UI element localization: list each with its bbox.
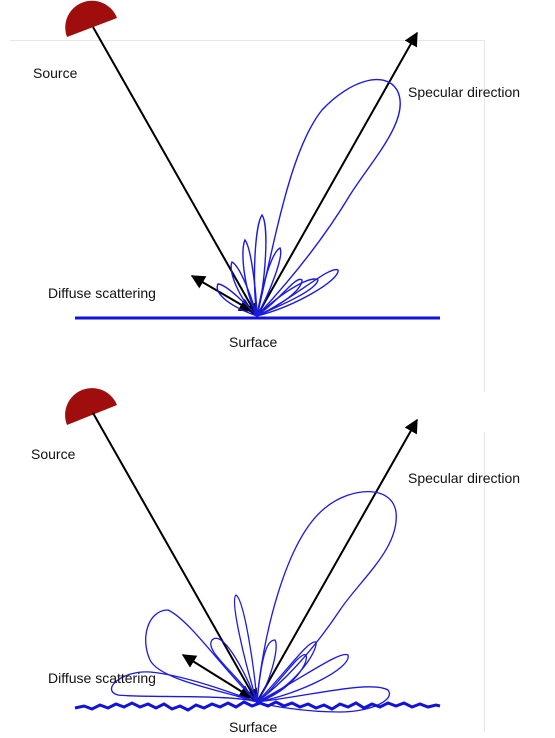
scattering-lobes: [216, 78, 401, 319]
specular-ray: [256, 31, 418, 317]
panel-smooth: [65, 0, 440, 320]
diffuse-arrow: [190, 275, 254, 312]
specular-direction-label: Specular direction: [408, 84, 521, 100]
surface-label: Surface: [229, 719, 278, 735]
scattering-lobes: [110, 491, 397, 713]
surface-label: Surface: [229, 334, 278, 350]
incident-ray: [92, 412, 258, 704]
lobe-7: [256, 653, 349, 703]
source-label: Source: [31, 446, 76, 462]
source-label: Source: [33, 65, 78, 81]
bottom-frame-right-edge: [484, 432, 485, 732]
lobe-3: [145, 609, 258, 703]
lobe-8: [256, 278, 303, 317]
lobe-2: [210, 637, 258, 703]
source-icon: [65, 388, 117, 425]
lobe-9: [256, 654, 307, 703]
source-icon: [65, 0, 117, 38]
lobe-4: [110, 671, 258, 703]
top-frame-right-edge: [484, 40, 485, 392]
lobe-5: [256, 247, 282, 317]
diffuse-scattering-label: Diffuse scattering: [48, 670, 156, 686]
specular-lobe: [256, 491, 397, 704]
diffuse-arrow: [181, 654, 254, 699]
lobe-1: [233, 594, 258, 703]
specular-direction-label: Specular direction: [408, 470, 521, 486]
specular-lobe: [255, 78, 401, 319]
specular-ray: [256, 418, 418, 703]
diffuse-scattering-label: Diffuse scattering: [48, 285, 156, 301]
surface-line: [74, 700, 441, 712]
lobe-5: [256, 639, 277, 705]
panel-rough: [65, 388, 441, 713]
lobe-4: [216, 283, 258, 317]
lobe-3: [230, 261, 259, 319]
top-frame-line: [10, 40, 485, 41]
lobe-8: [256, 686, 391, 713]
incident-ray: [92, 26, 258, 318]
